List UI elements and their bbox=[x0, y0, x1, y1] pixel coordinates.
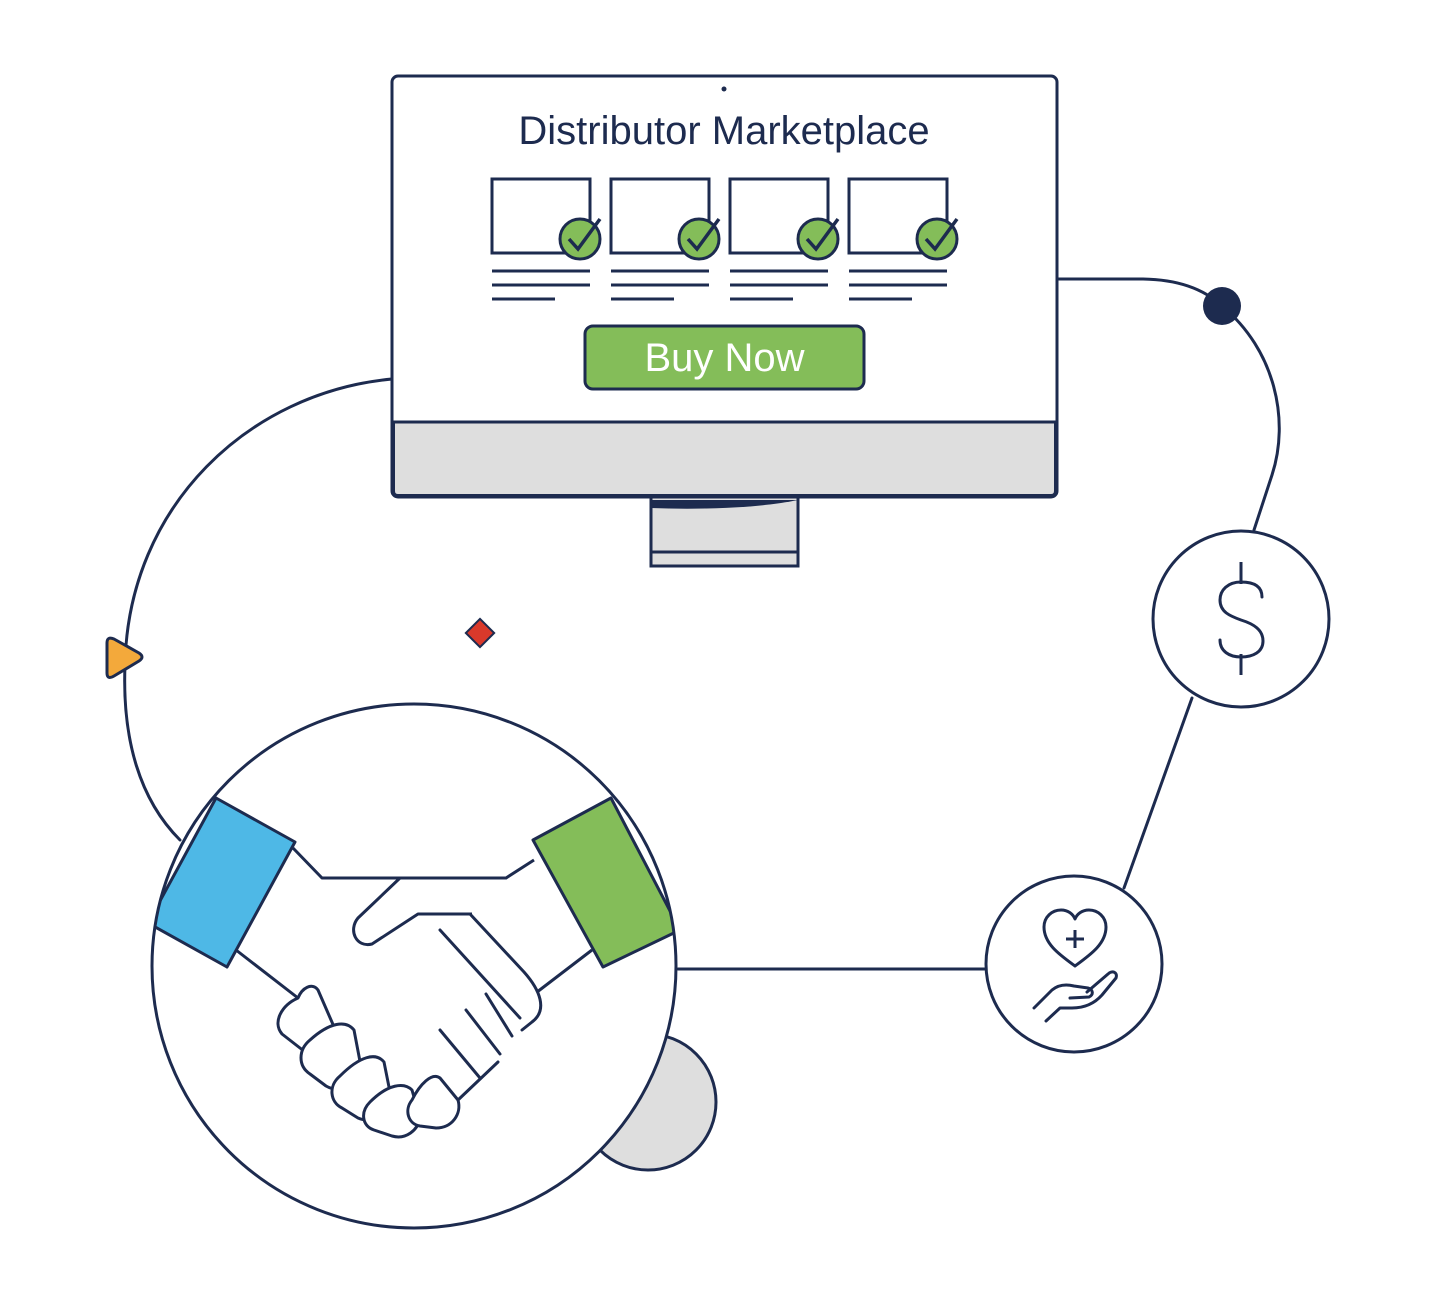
connector-dot-to-dollar bbox=[1220, 304, 1281, 532]
play-triangle-icon bbox=[105, 636, 144, 679]
handshake-icon[interactable] bbox=[148, 702, 680, 1230]
right-hand-finger-1 bbox=[438, 928, 522, 1020]
dollar-s-curve bbox=[1218, 580, 1265, 659]
connector-monitor-to-dot bbox=[1056, 277, 1224, 308]
checkmark-stroke bbox=[924, 217, 959, 252]
monitor-stand-shadow bbox=[651, 500, 798, 509]
connector-left-arc bbox=[123, 377, 394, 842]
left-hand-knuckle-lines bbox=[438, 992, 514, 1102]
checkmark-stroke bbox=[686, 217, 721, 252]
buy-now-button-bg bbox=[583, 324, 866, 391]
monitor-chin bbox=[392, 420, 1057, 497]
connector-lines bbox=[123, 277, 1281, 971]
marketplace-title: Distributor Marketplace bbox=[518, 109, 929, 153]
buy-now-button[interactable]: Buy Now bbox=[583, 324, 866, 391]
left-sleeve bbox=[152, 796, 297, 969]
right-sleeve bbox=[531, 796, 676, 969]
product-card[interactable] bbox=[847, 177, 959, 301]
dollar-icon[interactable] bbox=[1151, 529, 1331, 709]
handshake-circle bbox=[152, 704, 676, 1228]
checkmark-icon bbox=[677, 217, 721, 261]
checkmark-icon bbox=[796, 217, 840, 261]
dot-icon bbox=[1203, 287, 1241, 325]
left-hand-finger-5 bbox=[406, 1075, 461, 1130]
left-hand-finger-4 bbox=[362, 1084, 422, 1139]
heart-in-hand-icon[interactable] bbox=[984, 874, 1164, 1054]
monitor-icon: Distributor Marketplace bbox=[390, 74, 1059, 568]
left-wrist bbox=[235, 948, 299, 1000]
monitor-camera bbox=[721, 86, 727, 92]
checkmark-icon bbox=[915, 217, 959, 261]
hand-shape bbox=[1032, 970, 1118, 1023]
buy-now-label: Buy Now bbox=[644, 336, 804, 380]
product-card[interactable] bbox=[490, 177, 602, 301]
diamond-icon bbox=[464, 617, 496, 649]
checkmark-stroke bbox=[567, 217, 602, 252]
product-card[interactable] bbox=[609, 177, 721, 301]
connector-dollar-to-care bbox=[1122, 696, 1194, 890]
product-card[interactable] bbox=[728, 177, 840, 301]
checkmark-stroke bbox=[805, 217, 840, 252]
checkmark-icon bbox=[558, 217, 602, 261]
handshake-circle-outline bbox=[150, 702, 678, 1230]
handshake-drawing bbox=[152, 796, 676, 1139]
